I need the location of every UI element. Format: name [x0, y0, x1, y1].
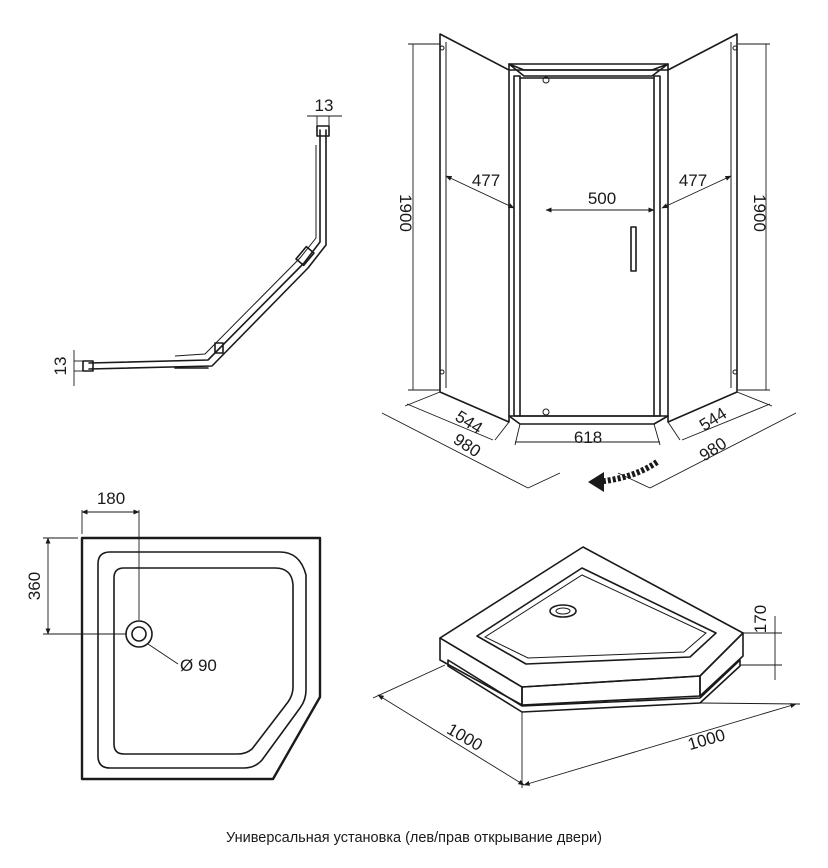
profile-dim-top: 13	[315, 96, 334, 115]
depth-right-label: 980	[696, 434, 730, 465]
caption: Универсальная установка (лев/прав открыв…	[226, 830, 602, 846]
base-front-label: 618	[574, 428, 602, 447]
panel-right-label: 477	[679, 171, 707, 190]
panel-left-label: 477	[472, 171, 500, 190]
profile-view: 13 13	[51, 96, 342, 386]
drain-y-label: 360	[25, 572, 44, 600]
profile-dim-left: 13	[51, 357, 70, 376]
enclosure-front-view: 1900 1900 477 500 477	[381, 33, 797, 492]
door-width-label: 500	[588, 189, 616, 208]
tray-width-right-label: 1000	[686, 725, 728, 754]
tray-3d-view: 170 1000 1000	[372, 546, 801, 788]
door-opening-arrow-icon	[588, 459, 659, 492]
tray-height-label: 170	[751, 605, 770, 633]
drain-x-label: 180	[97, 489, 125, 508]
height-left-label: 1900	[396, 194, 415, 232]
tray-plan-view: 180 360 Ø 90	[25, 489, 322, 781]
height-right-label: 1900	[750, 194, 769, 232]
tray-width-left-label: 1000	[444, 720, 486, 755]
drain-diameter-label: Ø 90	[180, 656, 217, 675]
